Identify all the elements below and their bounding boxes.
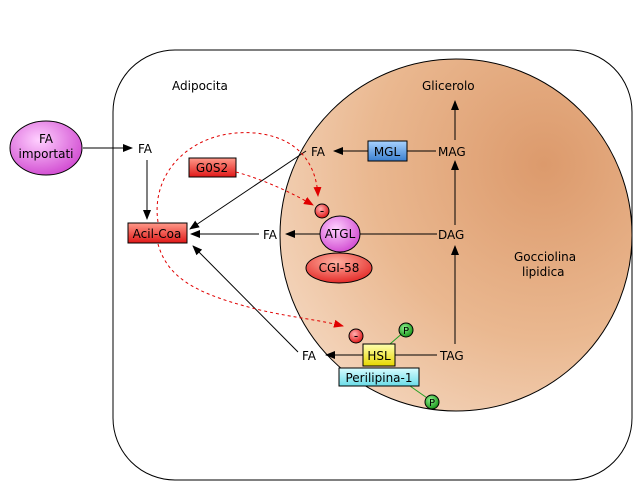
atgl-node — [319, 215, 361, 253]
fa-atgl-label: FA — [263, 228, 278, 242]
arrow-fa-hsl-to-acylcoa — [192, 245, 299, 353]
cell-label: Adipocita — [172, 79, 228, 93]
minus-hsl-icon — [348, 328, 364, 344]
fa-imported-line2: importati — [18, 147, 73, 161]
inhibition-acylcoa-to-atgl — [156, 132, 322, 223]
fa-imported-node — [9, 120, 83, 176]
phosphate-hsl-icon — [398, 322, 414, 338]
inhibition-g0s2-to-atgl — [235, 171, 314, 206]
acyl-coa-box — [127, 222, 188, 244]
fa-hsl-label: FA — [302, 349, 317, 363]
minus-atgl-label: - — [320, 204, 324, 218]
g0s2-box — [188, 157, 237, 178]
phosphate-hsl-label: P — [403, 326, 409, 337]
tag-label: TAG — [439, 349, 464, 363]
atgl-label: ATGL — [325, 227, 356, 241]
fa-mgl-label: FA — [311, 145, 326, 159]
minus-hsl-label: - — [354, 329, 358, 343]
inhibition-acylcoa-to-hsl — [157, 243, 344, 328]
droplet-label-line2: lipidica — [522, 265, 565, 279]
perilipin-label: Perilipina-1 — [345, 371, 412, 385]
hsl-label: HSL — [367, 349, 391, 363]
fa-imported-line1: FA — [39, 132, 54, 146]
glycerol-label: Glicerolo — [422, 79, 475, 93]
fa-top-label: FA — [138, 142, 153, 156]
dag-label: DAG — [438, 228, 464, 242]
phosphate-perilipin-label: P — [429, 398, 435, 409]
arrow-fa-mgl-to-acylcoa — [189, 150, 307, 230]
minus-atgl-icon — [314, 203, 330, 219]
droplet-label-line1: Gocciolina — [514, 250, 576, 264]
cgi58-node — [305, 252, 373, 284]
cgi58-label: CGI-58 — [319, 261, 360, 275]
mag-label: MAG — [438, 145, 466, 159]
perilipin-box — [338, 367, 420, 387]
mgl-label: MGL — [374, 145, 401, 159]
acyl-coa-label: Acil-Coa — [133, 227, 182, 241]
phosphate-perilipin-icon — [424, 394, 440, 410]
g0s2-label: G0S2 — [196, 161, 228, 175]
hsl-box — [362, 343, 396, 367]
